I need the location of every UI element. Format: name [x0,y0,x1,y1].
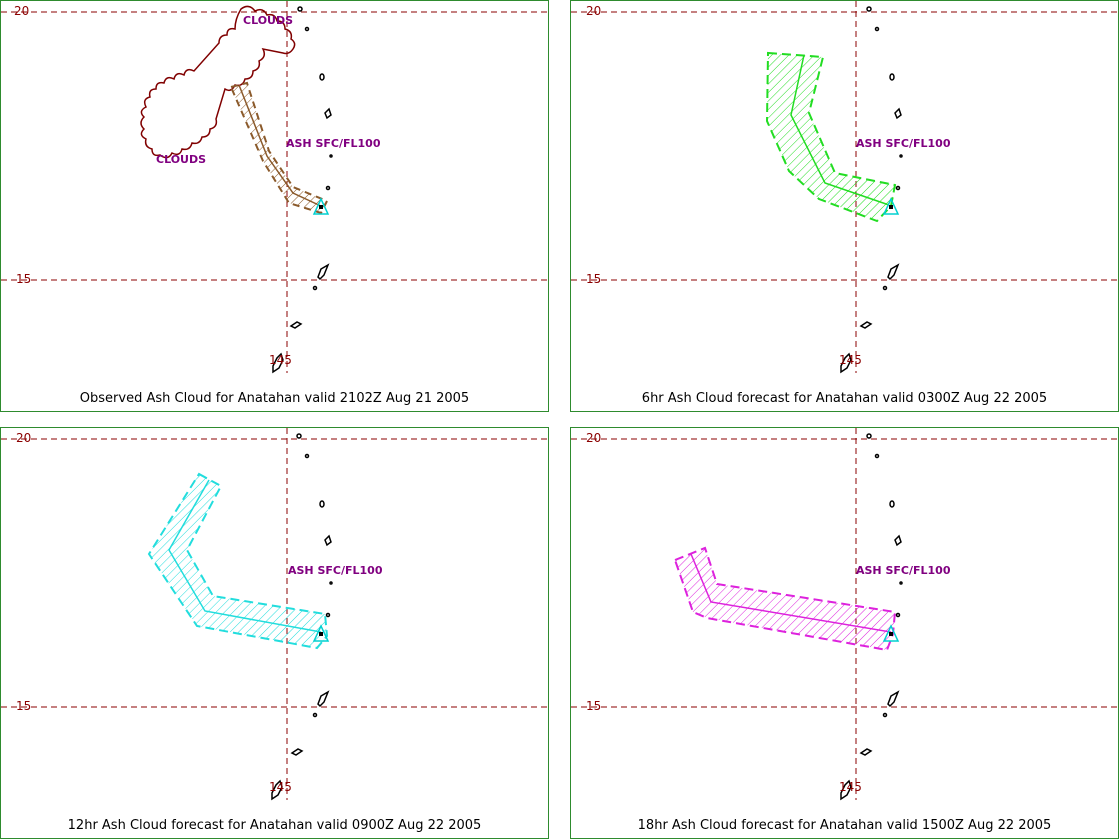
lon-label-145: 145 [839,780,862,794]
map-panel-18hr: 20 15 145 ASH SFC/FL100 18hr Ash Cloud f… [570,427,1119,839]
volcano-marker [319,632,323,636]
ash-12hr-polygon [147,472,329,650]
lon-label-145: 145 [839,353,862,367]
map-canvas-18hr [571,428,1119,801]
lat-label-15: 15 [16,699,32,713]
triangle-icon [882,197,900,215]
triangle-icon [882,624,900,642]
volcano-marker [889,632,893,636]
mariana-islands [271,433,333,801]
map-panel-observed: 20 15 145 CLOUDS CLOUDS ASH SFC/FL100 Ob… [0,0,550,412]
ash-level-label: ASH SFC/FL100 [286,137,381,150]
panel-caption: Observed Ash Cloud for Anatahan valid 21… [79,391,470,406]
volcano-marker [889,205,893,209]
lon-label-145: 145 [269,353,292,367]
lat-label-15: 15 [16,272,32,286]
map-canvas-observed [1,1,550,374]
ash-level-label: ASH SFC/FL100 [288,564,383,577]
lat-label-20: 20 [586,4,602,18]
clouds-label-top: CLOUDS [243,14,294,27]
map-panel-12hr: 20 15 145 ASH SFC/FL100 12hr Ash Cloud f… [0,427,550,839]
map-canvas-12hr [1,428,550,801]
panel-caption: 6hr Ash Cloud forecast for Anatahan vali… [641,391,1048,406]
lon-label-145: 145 [269,780,292,794]
observed-ash-centerline [238,84,324,208]
lat-label-20: 20 [586,431,602,445]
map-panel-6hr: 20 15 145 ASH SFC/FL100 6hr Ash Cloud fo… [570,0,1119,412]
lat-label-15: 15 [586,699,602,713]
triangle-icon [312,624,330,642]
panel-caption: 18hr Ash Cloud forecast for Anatahan val… [637,818,1052,833]
lat-label-20: 20 [16,431,32,445]
ash-level-label: ASH SFC/FL100 [856,564,951,577]
mariana-islands [272,6,333,374]
ash-12hr-centerline [168,479,322,633]
ash-18hr-centerline [690,553,892,633]
observed-ash-polygon [229,81,329,215]
triangle-icon [312,197,330,215]
clouds-outline [140,5,296,159]
map-canvas-6hr [571,1,1119,374]
panel-caption: 12hr Ash Cloud forecast for Anatahan val… [67,818,482,833]
mariana-islands [840,433,903,801]
graticule [1,1,550,373]
lat-label-15: 15 [586,272,602,286]
ash-level-label: ASH SFC/FL100 [856,137,951,150]
volcano-marker [319,205,323,209]
mariana-islands [840,6,903,374]
ash-6hr-centerline [790,54,890,206]
clouds-label-bottom: CLOUDS [156,153,207,166]
lat-label-20: 20 [14,4,30,18]
